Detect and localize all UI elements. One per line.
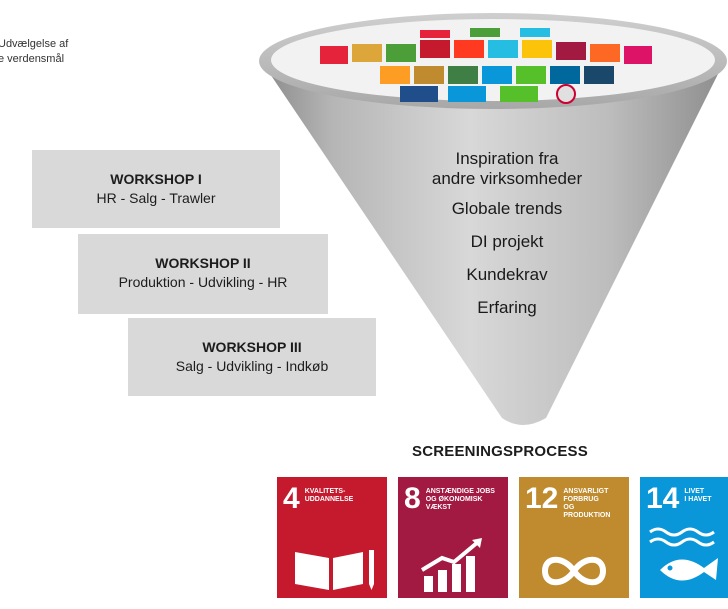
workshop-title: WORKSHOP I	[110, 171, 202, 187]
sdg-goal-12-tile: 12 ANSVARLIGT FORBRUG OG PRODUKTION	[519, 477, 629, 598]
growth-chart-icon	[420, 538, 482, 592]
sdg-goal-4-tile: 4 KVALITETS- UDDANNELSE	[277, 477, 387, 598]
funnel-item: DI projekt	[470, 232, 544, 251]
workshop-teams: HR - Salg - Trawler	[96, 190, 216, 206]
funnel-input-list: Inspiration fra andre virksomheder Globa…	[392, 149, 622, 331]
goal-number: 8	[404, 482, 421, 515]
funnel-item: Kundekrav	[466, 265, 548, 284]
goal-number: 12	[525, 482, 559, 515]
goal-title: KVALITETS- UDDANNELSE	[304, 488, 354, 503]
goal-number: 14	[646, 482, 680, 515]
workshop-box-1: WORKSHOP I HR - Salg - Trawler	[32, 150, 280, 228]
book-pencil-icon	[295, 550, 374, 590]
goal-title: ANSVARLIGT FORBRUG OG PRODUKTION	[563, 488, 611, 519]
sdg-goal-14-tile: 14 LIVET I HAVET	[640, 477, 728, 598]
sdg-goal-8-tile: 8 ANSTÆNDIGE JOBS OG ØKONOMISK VÆKST	[398, 477, 508, 598]
fish-waves-icon	[649, 527, 718, 581]
funnel-body	[262, 62, 724, 425]
workshop-box-3: WORKSHOP III Salg - Udvikling - Indkøb	[128, 318, 376, 396]
goal-title: ANSTÆNDIGE JOBS OG ØKONOMISK VÆKST	[425, 488, 495, 511]
funnel-item: Erfaring	[477, 298, 537, 317]
funnel-graphic	[259, 13, 727, 425]
workshop-box-2: WORKSHOP II Produktion - Udvikling - HR	[78, 234, 328, 314]
workshop-teams: Salg - Udvikling - Indkøb	[175, 358, 329, 374]
screening-process-label: SCREENINGSPROCESS	[412, 443, 588, 460]
selection-caption: Udvælgelse af e verdensmål	[0, 38, 69, 65]
infinity-icon	[541, 556, 607, 586]
workshop-teams: Produktion - Udvikling - HR	[118, 274, 288, 290]
workshop-title: WORKSHOP II	[155, 255, 251, 271]
sdg-icons-cluster	[320, 28, 652, 104]
goal-number: 4	[283, 482, 300, 515]
funnel-item: Globale trends	[451, 199, 563, 218]
workshop-title: WORKSHOP III	[202, 339, 302, 355]
funnel-item: Inspiration fra andre virksomheder	[431, 149, 583, 188]
goal-title: LIVET I HAVET	[684, 488, 712, 503]
